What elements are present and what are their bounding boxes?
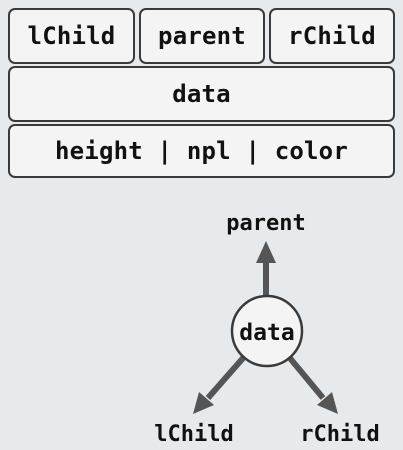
meta-field: height | npl | color <box>8 124 395 178</box>
rchild-field: rChild <box>269 8 395 64</box>
arrow-to-parent-head <box>256 241 276 263</box>
data-node-circle <box>230 294 304 368</box>
parent-field: parent <box>139 8 265 64</box>
lchild-field: lChild <box>8 8 135 64</box>
arrow-to-rchild-head <box>317 392 338 414</box>
data-field: data <box>8 66 395 122</box>
arrow-to-lchild <box>205 355 247 400</box>
node-struct-layout: lChild parent rChild data height | npl |… <box>8 8 395 178</box>
rchild-label: rChild <box>300 422 379 447</box>
parent-label: parent <box>226 211 305 236</box>
data-node-label: data <box>239 320 294 346</box>
lchild-label: lChild <box>154 422 233 447</box>
arrow-to-lchild-head <box>193 392 214 414</box>
arrow-to-rchild <box>286 355 326 400</box>
